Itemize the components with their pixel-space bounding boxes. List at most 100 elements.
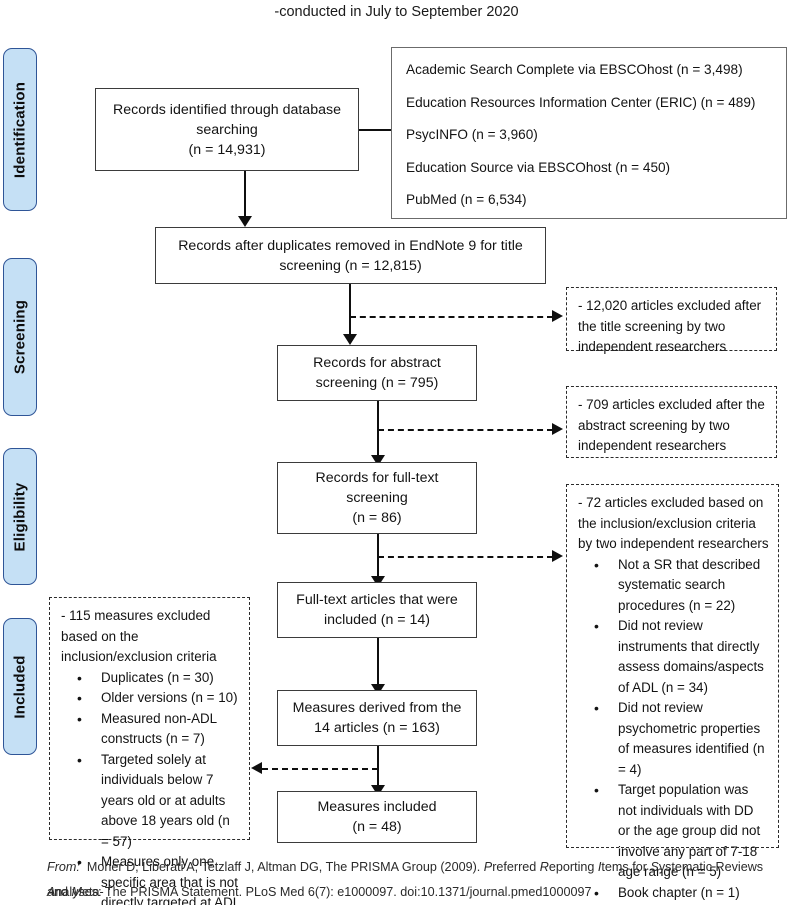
arrow-title-exclusion: [552, 310, 563, 322]
list-item-text: Older versions (n = 10): [101, 690, 238, 705]
list-item: • Targeted solely at individuals below 7…: [77, 750, 240, 853]
bullet-icon: •: [77, 751, 82, 768]
box-measures-included: Measures included (n = 48): [277, 791, 477, 843]
bullet-icon: •: [594, 782, 599, 798]
citation-line-2: Analyses: The PRISMA Statement. PLoS Med…: [47, 880, 777, 905]
connector-dashed-measures-exclusion: [262, 768, 378, 770]
list-item-text: Book chapter (n = 1): [618, 884, 740, 900]
arrow-dedup-to-abstract: [343, 334, 357, 345]
connector-identified-to-dedup: [244, 171, 246, 219]
box-fulltext-screening: Records for full-text screening (n = 86): [277, 462, 477, 534]
list-item: • Did not review psychometric properties…: [594, 698, 769, 780]
box-text: Records for full-text screening (n = 86): [315, 470, 439, 526]
arrow-identified-to-dedup: [238, 216, 252, 227]
arrow-measures-exclusion: [251, 762, 262, 774]
citation-nalyses: nalyses: [55, 885, 99, 899]
list-item: • Book chapter (n = 1): [594, 883, 769, 904]
box-records-deduplicated: Records after duplicates removed in EndN…: [155, 227, 546, 284]
bullet-icon: •: [77, 854, 82, 870]
bullet-icon: •: [594, 700, 599, 716]
bullet-icon: •: [594, 884, 599, 901]
arrow-abstract-to-fulltext: [371, 455, 385, 466]
list-item: • Target population was not individuals …: [594, 780, 769, 883]
source-item: Education Source via EBSCOhost (n = 450): [406, 159, 671, 175]
exclusion-intro: - 12,020 articles excluded after the tit…: [578, 298, 762, 354]
exclusion-box-measures: - 115 measures excluded based on the inc…: [49, 597, 250, 905]
bullet-icon: •: [77, 710, 82, 727]
box-text: Full-text articles that were included (n…: [296, 592, 458, 628]
list-item: • Measures only one specific area that i…: [77, 852, 240, 905]
list-item: • Older versions (n = 10): [77, 688, 240, 709]
connector-dashed-abstract-exclusion: [378, 429, 553, 431]
source-item: PubMed (n = 6,534): [406, 192, 527, 207]
exclusion-intro: - 115 measures excluded based on the inc…: [61, 608, 217, 664]
box-fulltext-articles-included: Full-text articles that were included (n…: [277, 582, 477, 638]
stage-label-identification: Identification: [3, 48, 37, 211]
list-item: • Duplicates (n = 30): [77, 668, 240, 689]
box-text: Records for abstract screening (n = 795): [313, 355, 441, 391]
bullet-icon: •: [77, 669, 82, 686]
bullet-icon: •: [77, 690, 82, 706]
arrow-fulltext-to-included: [371, 576, 385, 587]
list-item: • Did not review instruments that direct…: [594, 616, 769, 698]
citation-authors: Moher D, Liberati A, Tetzlaff J, Altman …: [86, 860, 481, 874]
arrow-measures-to-final: [371, 785, 385, 796]
connector-measures-to-final: [377, 746, 379, 790]
arrow-included-to-measures: [371, 684, 385, 695]
list-item-text: Did not review instruments that directly…: [618, 618, 764, 695]
citation-from-label: From:: [47, 860, 80, 874]
stage-label-eligibility: Eligibility: [3, 448, 37, 585]
stage-label-text: Identification: [11, 81, 29, 178]
citation-title-tems-for: tems for: [601, 860, 651, 874]
citation-title-i: I: [597, 860, 602, 874]
source-item: Academic Search Complete via EBSCOhost (…: [406, 62, 743, 77]
stage-label-text: Eligibility: [11, 482, 29, 551]
list-item-text: Measures only one specific area that is …: [101, 854, 240, 905]
citation-title-p: P: [483, 860, 493, 874]
exclusion-box-abstract-screening: - 709 articles excluded after the abstra…: [566, 386, 777, 458]
list-item: • Not a SR that described systematic sea…: [594, 555, 769, 617]
citation-title-eporting: eporting: [548, 860, 598, 874]
exclusion-box-title-screening: - 12,020 articles excluded after the tit…: [566, 287, 777, 354]
box-measures-derived: Measures derived from the 14 articles (n…: [277, 690, 477, 746]
exclusion-list: • Duplicates (n = 30) • Older versions (…: [61, 668, 240, 905]
citation-rest: : The PRISMA Statement. PLoS Med 6(7): e…: [98, 885, 592, 899]
list-item: • Measured non-ADL constructs (n = 7): [77, 709, 240, 750]
exclusion-intro: - 72 articles excluded based on the incl…: [578, 495, 769, 551]
source-item: PsycINFO (n = 3,960): [406, 127, 538, 142]
citation-title-referred: referred: [492, 860, 540, 874]
connector-dedup-to-abstract: [349, 284, 351, 337]
list-item-text: Not a SR that described systematic searc…: [618, 556, 761, 613]
stage-label-text: Included: [11, 654, 29, 719]
citation-title-ystematic: ystematic Reviews and: [47, 860, 764, 899]
box-text: Records identified through database sear…: [113, 101, 341, 158]
source-item: Education Resources Information Center (…: [406, 94, 756, 110]
bullet-icon: •: [594, 618, 599, 634]
stage-label-screening: Screening: [3, 258, 37, 416]
citation-title-s: S: [650, 860, 659, 874]
connector-dashed-title-exclusion: [350, 316, 553, 318]
arrow-fulltext-exclusion: [552, 550, 563, 562]
box-text: Measures included (n = 48): [317, 799, 437, 835]
connector-identified-to-sources: [359, 129, 391, 131]
list-item-text: Measured non-ADL constructs (n = 7): [101, 710, 217, 747]
bullet-icon: •: [594, 556, 599, 573]
exclusion-box-fulltext: - 72 articles excluded based on the incl…: [566, 484, 779, 901]
citation-title-r: R: [539, 860, 549, 874]
list-item-text: Duplicates (n = 30): [101, 669, 214, 685]
database-sources-box: Academic Search Complete via EBSCOhost (…: [391, 47, 787, 219]
stage-label-included: Included: [3, 618, 37, 755]
arrow-abstract-exclusion: [552, 423, 563, 435]
list-item-text: Did not review psychometric properties o…: [618, 700, 765, 777]
citation-a: A: [47, 885, 56, 899]
citation-title-m: M: [71, 885, 83, 899]
box-text: Measures derived from the 14 articles (n…: [292, 700, 462, 736]
connector-included-to-measures: [377, 638, 379, 687]
citation-title-eta: eta-: [82, 885, 104, 899]
page-title: -conducted in July to September 2020: [274, 4, 519, 20]
box-text: Records after duplicates removed in EndN…: [178, 237, 523, 274]
list-item-text: Target population was not individuals wi…: [618, 782, 761, 879]
box-abstract-screening: Records for abstract screening (n = 795): [277, 345, 477, 401]
exclusion-list: • Not a SR that described systematic sea…: [578, 555, 769, 905]
